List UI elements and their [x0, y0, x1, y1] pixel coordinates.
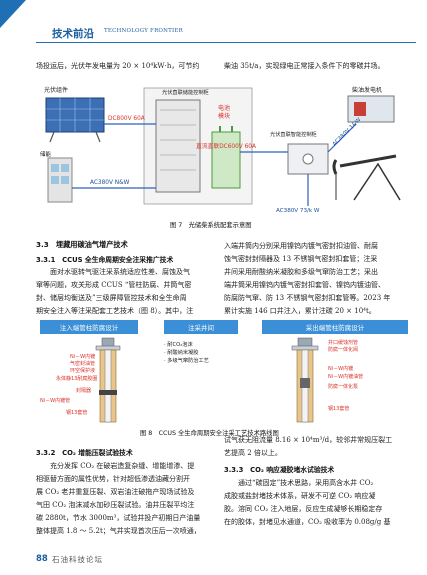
text-line: 在的胶体，封堵见水通道，CO₂ 吸收率为 0.08g/g 基	[224, 518, 391, 526]
section-332-right-para: 试气获无阻流量 8.16 × 10⁴m³/d，较邻井常规压裂工 艺提高 2 倍以…	[224, 434, 414, 460]
pump-jack-icon	[332, 154, 401, 201]
pv-storage-cabinet	[155, 99, 201, 193]
pv-cabinet-label: 光伏直联储能控制柜	[162, 88, 209, 96]
text-line: 胶。溶同 CO₂ 注入地层，反应生成凝够长期稳定存	[224, 505, 383, 513]
pv-panel-icon	[45, 97, 105, 143]
header-subtitle: TECHNOLOGY FRONTIER	[104, 28, 183, 34]
text-line: 蚀气密封封隔器及 13 不锈钢气密封扣套管；注采	[224, 255, 378, 263]
section-332-title: 3.3.2 CO₂ 增能压裂试验技术	[36, 449, 133, 457]
text-line: 入端井筒内分别采用镍钨内镀气密封扣油管、耐腐	[224, 242, 378, 250]
grid-storage-icon	[47, 157, 73, 203]
figure-label: 气密封油管	[70, 360, 95, 367]
figure-label: 防腐一体化阀	[328, 346, 358, 353]
fig8-header-production	[262, 320, 408, 334]
dc-direct-label: 直流直联DC600V 60A	[196, 142, 256, 150]
battery-label: 电池	[218, 104, 230, 112]
ac-diesel-label: AC380V 1&W	[332, 117, 363, 148]
figure-label: 钢13套管	[66, 409, 87, 416]
ac-unit-label: AC380V N&W	[90, 180, 130, 186]
svg-text:模块: 模块	[218, 112, 230, 120]
figure-label: 防腐一体化泵	[328, 383, 358, 390]
figure-label: · 多级气窜防治工艺	[164, 356, 209, 364]
figure-label: 封隔器	[76, 387, 91, 394]
figure-label: 永体静13耐腐胶圈	[56, 375, 97, 382]
text-line: 防腐防气窜、防 13 不锈钢气密封扣套管等。2023 年	[224, 294, 391, 302]
text-line: 面对水驱转气驱注采系统适应性差、腐蚀及气	[50, 268, 190, 276]
ac-pump-label: AC380V 73/k W	[276, 208, 320, 214]
text-line: 气田 CO₂ 泡沫减水加砂压裂试验。油井压裂平均注	[36, 501, 195, 509]
text-line: 期安全注入等注采配套工艺技术（图 8）。其中，注	[36, 307, 194, 315]
production-well-icon	[291, 337, 319, 423]
text-line: 累计实施 146 口井注入，累计注碳 20 × 10⁴t。	[224, 307, 376, 315]
figure-label: · 耐酸纳米凝胶	[164, 348, 198, 356]
text-line: 相驱替方面的属性优势，针对超低渗透油藏分割开	[36, 475, 190, 483]
grid-label: 储能	[40, 150, 52, 158]
battery-module-icon	[211, 131, 241, 189]
text-line: 展 CO₂ 老井重复压裂、双岩油注破拖产现场试验及	[36, 488, 195, 496]
text-line: 窜等问题，攻关形成 CCUS “管柱防腐、井筒气密	[36, 281, 192, 289]
smart-cabinet-label: 光伏直联智能控制柜	[270, 130, 317, 138]
page-number: 88	[36, 554, 48, 564]
diesel-line	[327, 123, 357, 153]
figure-label: 采出端管柱防腐设计	[306, 323, 365, 332]
injection-well-icon	[95, 337, 121, 423]
section-333-title: 3.3.3 CO₂ 响应凝胶堵水试验技术	[224, 466, 335, 474]
pv-label: 光伏组件	[44, 86, 68, 94]
figure-label: 钢13套管	[328, 405, 349, 412]
text-line: 碳 2880t，节水 3000m³，试验井投产初期日产油量	[36, 514, 201, 522]
text-line: 成胶或盐封堵技术体系，研发不可逆 CO₂ 响应凝	[224, 492, 376, 500]
diesel-label: 柴油发电机	[352, 86, 382, 94]
figure-label: Ni－W内镀	[70, 353, 95, 360]
fig7-diagram: 光伏组件 储能 光伏直联储能控制柜 电池 模块 DC800V 60A AC380…	[40, 86, 401, 214]
header-rule	[36, 42, 416, 43]
text-line: 充分发挥 CO₂ 在破岩造复杂缝、增能增渗、提	[50, 462, 195, 470]
figure-label: Ni－W内镀管	[40, 397, 70, 404]
fig8-diagram: 注入端管柱防腐设计 注采井间 采出端管柱防腐设计 · 耐CO₂泡沫 · 耐酸纳米…	[40, 320, 408, 423]
section-332-left-para: 充分发挥 CO₂ 在破岩造复杂缝、增能增渗、提 相驱替方面的属性优势，针对超低渗…	[36, 460, 222, 538]
header-title: 技术前沿	[52, 28, 94, 40]
fig8-caption: 图 8 CCUS 全生命周期安全注采工艺技术路线图	[140, 430, 279, 437]
figure-label: 注采井间	[188, 323, 214, 332]
text-line: 试气获无阻流量 8.16 × 10⁴m³/d，较邻井常规压裂工	[224, 436, 393, 444]
section-331-left-para: 面对水驱转气驱注采系统适应性差、腐蚀及气 窜等问题，攻关形成 CCUS “管柱防…	[36, 266, 222, 318]
header-corner-decoration	[0, 0, 26, 28]
section-331-right-para: 入端井筒内分别采用镍钨内镀气密封扣油管、耐腐 蚀气密封封隔器及 13 不锈钢气密…	[224, 240, 414, 318]
fig8-header-injection	[40, 320, 138, 334]
section-331-title: 3.3.1 CCUS 全生命周期安全注采推广技术	[36, 256, 174, 264]
text-line: 封、储层均衡送及”三级屏障管控技术和全生命周	[36, 294, 187, 302]
text-line: 井间采用耐酸纳米凝胶和多级气窜防治工艺；采出	[224, 268, 378, 276]
figure-label: 井口缓蚀剂管	[328, 339, 358, 346]
text-line: 通过“碳固定”技术思路，采用高含水井 CO₂	[238, 479, 374, 487]
figure-label: 注入端管柱防腐设计	[60, 323, 119, 332]
text-line: 整体提高 1.8 ～ 5.2t；气井实现首次压后一次喷通，	[36, 527, 201, 535]
text-line: 艺提高 2 倍以上。	[224, 449, 282, 457]
figure-label: · 耐CO₂泡沫	[164, 340, 193, 348]
section-33-title: 3.3 埋藏用碳油气增产技术	[36, 240, 128, 249]
dc-pv-label: DC800V 60A	[108, 116, 145, 122]
figure-label: 环空保护液	[70, 367, 95, 374]
top-text-left: 场投运后，光伏年发电量为 20 × 10⁴kW·h，可节约	[36, 62, 200, 70]
section-333-right-para: 通过“碳固定”技术思路，采用高含水井 CO₂ 成胶或盐封堵技术体系，研发不可逆 …	[224, 477, 414, 529]
text-line: 端井筒采用镍钨内镀气密封扣套管、镍钨内镀油管、	[224, 281, 385, 289]
fig8-header-interwell	[164, 320, 238, 334]
figure-label: Ni－W内镀	[328, 365, 353, 372]
fig7-caption: 图 7 光储柴系统配套示意图	[170, 222, 252, 229]
figure-label: Ni－W内镀油管	[328, 373, 363, 380]
publication-name: 石油科技论坛	[52, 555, 103, 564]
top-text-right: 柴油 35t/a，实现绿电正常接入条件下的零碳井场。	[224, 62, 385, 70]
